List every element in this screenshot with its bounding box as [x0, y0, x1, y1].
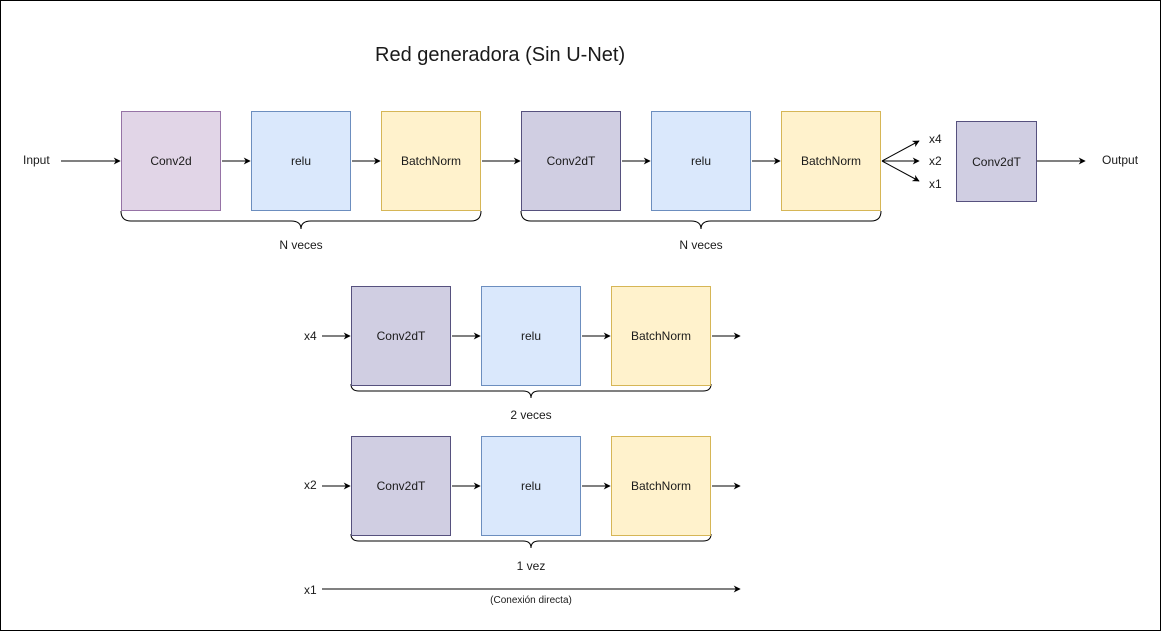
batchnorm-block-2-label: BatchNorm [800, 154, 862, 168]
fan-label-x2: x2 [929, 154, 942, 168]
x2-conv2dt-block-label: Conv2dT [376, 479, 426, 493]
x4-relu-block: relu [481, 286, 581, 386]
fan-label-x1: x1 [929, 177, 942, 191]
batchnorm-block: BatchNorm [381, 111, 481, 211]
brace-label-1-vez: 1 vez [516, 559, 546, 573]
relu-block-label: relu [290, 154, 311, 168]
branch-label-x2: x2 [304, 478, 317, 492]
x4-batchnorm-block-label: BatchNorm [630, 329, 692, 343]
diagram-title: Red generadora (Sin U-Net) [375, 44, 626, 66]
brace-label-n-veces-right: N veces [679, 238, 723, 252]
relu-block: relu [251, 111, 351, 211]
brace-x2 [350, 533, 712, 549]
input-label: Input [23, 153, 50, 167]
conv2d-block-label: Conv2d [150, 154, 192, 168]
branch-label-x4: x4 [304, 329, 317, 343]
conv2dt-output-block: Conv2dT [956, 121, 1037, 202]
x2-relu-block-label: relu [520, 479, 541, 493]
arrow-fan-x1 [881, 160, 920, 182]
x4-relu-block-label: relu [520, 329, 541, 343]
relu-block-2-label: relu [690, 154, 711, 168]
conv2dt-block: Conv2dT [521, 111, 621, 211]
x2-conv2dt-block: Conv2dT [351, 436, 451, 536]
conv2dt-output-block-label: Conv2dT [972, 154, 1021, 169]
batchnorm-block-2: BatchNorm [781, 111, 881, 211]
x2-batchnorm-block-label: BatchNorm [630, 479, 692, 493]
x4-batchnorm-block: BatchNorm [611, 286, 711, 386]
branch-label-x1: x1 [304, 583, 317, 597]
brace-top-left [120, 210, 482, 230]
conv2dt-block-label: Conv2dT [546, 154, 596, 168]
relu-block-2: relu [651, 111, 751, 211]
brace-x4 [350, 383, 712, 399]
brace-label-2-veces: 2 veces [510, 408, 552, 422]
fan-label-x4: x4 [929, 132, 942, 146]
x4-conv2dt-block-label: Conv2dT [376, 329, 426, 343]
x4-conv2dt-block: Conv2dT [351, 286, 451, 386]
batchnorm-block-label: BatchNorm [400, 154, 462, 168]
direct-connection-label: (Conexión directa) [490, 595, 572, 606]
conv2d-block: Conv2d [121, 111, 221, 211]
arrow-fan-x4 [881, 140, 920, 162]
brace-top-right [520, 210, 882, 230]
brace-label-n-veces-left: N veces [279, 238, 323, 252]
x2-batchnorm-block: BatchNorm [611, 436, 711, 536]
x2-relu-block: relu [481, 436, 581, 536]
output-label: Output [1102, 153, 1139, 167]
